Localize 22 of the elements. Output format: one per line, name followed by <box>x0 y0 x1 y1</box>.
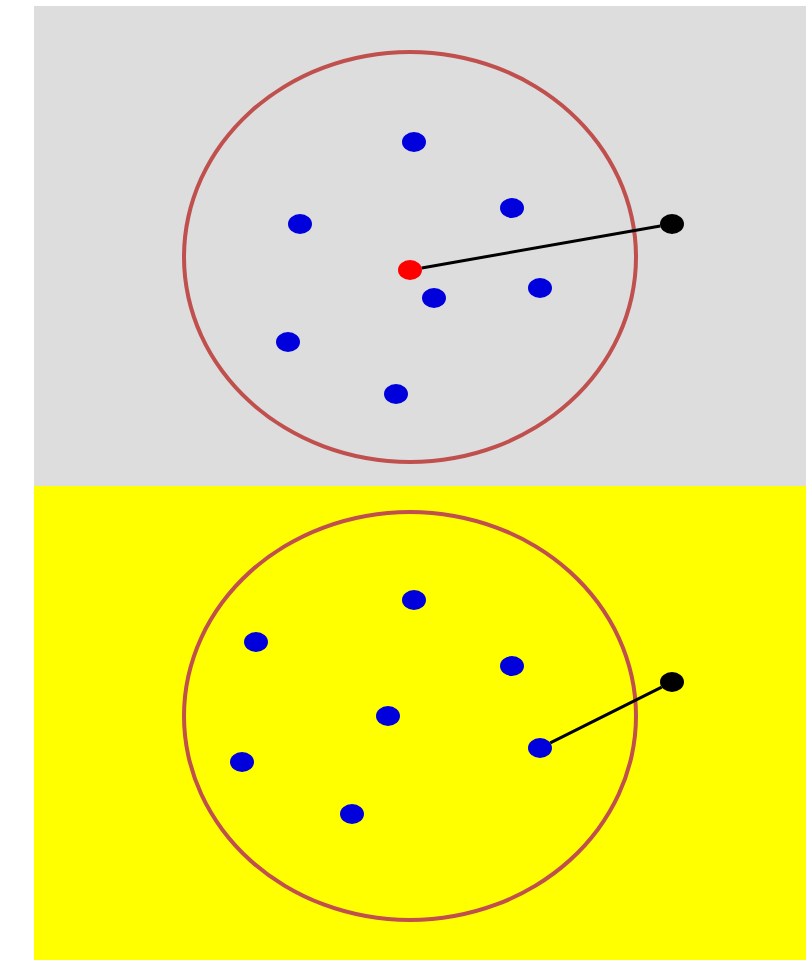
data-point <box>340 804 364 824</box>
data-point <box>230 752 254 772</box>
data-point <box>376 706 400 726</box>
data-point <box>384 384 408 404</box>
query-point <box>660 672 684 692</box>
cluster-circle <box>182 50 638 464</box>
panel-background <box>34 6 806 486</box>
data-point <box>402 590 426 610</box>
query-point <box>660 214 684 234</box>
data-point <box>288 214 312 234</box>
data-point <box>244 632 268 652</box>
data-point <box>528 278 552 298</box>
data-point <box>276 332 300 352</box>
cluster-circle <box>182 510 638 922</box>
data-point <box>422 288 446 308</box>
data-point <box>402 132 426 152</box>
data-point <box>500 656 524 676</box>
data-point <box>500 198 524 218</box>
centroid-point <box>398 260 422 280</box>
panel-background <box>34 486 806 960</box>
data-point <box>528 738 552 758</box>
connector-line <box>549 685 663 745</box>
